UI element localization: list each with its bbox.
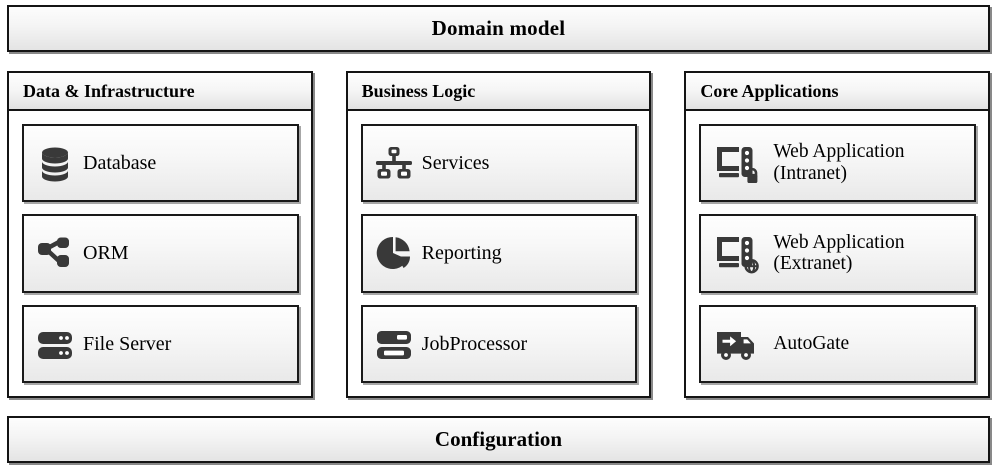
pie-chart-icon <box>373 232 415 274</box>
column-data-infrastructure: Data & Infrastructure Database <box>7 71 313 398</box>
item-label: AutoGate <box>773 332 850 354</box>
page-title: Domain model <box>431 16 566 40</box>
column-header-business-logic: Business Logic <box>347 73 650 111</box>
column-body-business-logic: Services Reporting <box>348 111 650 396</box>
item-label: Web Application (Intranet) <box>773 141 905 185</box>
footer-title: Configuration <box>434 427 563 451</box>
item-label: Web Application (Extranet) <box>773 231 905 275</box>
item-label: File Server <box>83 332 172 355</box>
desktop-computer-globe-icon <box>713 229 761 277</box>
item-label: Services <box>421 151 490 174</box>
column-core-applications: Core Applications <box>684 71 991 398</box>
item-jobprocessor[interactable]: JobProcessor <box>360 304 638 383</box>
database-icon <box>34 142 76 184</box>
orm-node-graph-icon <box>34 232 76 274</box>
item-label: Reporting <box>421 242 502 265</box>
item-label: ORM <box>83 242 129 265</box>
item-web-application-intranet[interactable]: Web Application (Intranet) <box>699 124 977 203</box>
item-file-server[interactable]: File Server <box>22 304 299 383</box>
delivery-truck-arrow-icon <box>713 320 761 368</box>
column-body-data-infrastructure: Database ORM <box>9 111 311 396</box>
domain-model-banner: Domain model <box>7 5 990 52</box>
item-services[interactable]: Services <box>360 124 638 203</box>
column-title: Data & Infrastructure <box>23 80 195 101</box>
item-label: Database <box>83 151 157 174</box>
item-reporting[interactable]: Reporting <box>360 214 638 293</box>
column-body-core-applications: Web Application (Intranet) <box>686 111 988 396</box>
column-business-logic: Business Logic <box>345 71 652 398</box>
columns-container: Data & Infrastructure Database <box>7 71 991 398</box>
item-database[interactable]: Database <box>22 124 299 203</box>
column-title: Business Logic <box>361 80 476 101</box>
server-rack-icon <box>373 323 415 365</box>
file-server-icon <box>34 323 76 365</box>
item-label: JobProcessor <box>421 332 528 355</box>
column-header-core-applications: Core Applications <box>686 73 989 111</box>
item-autogate[interactable]: AutoGate <box>699 304 977 383</box>
configuration-banner: Configuration <box>7 416 990 463</box>
item-web-application-extranet[interactable]: Web Application (Extranet) <box>699 214 977 293</box>
sitemap-network-icon <box>373 142 415 184</box>
desktop-computer-lock-icon <box>713 139 761 187</box>
column-title: Core Applications <box>700 80 839 101</box>
item-orm[interactable]: ORM <box>22 214 299 293</box>
column-header-data-infrastructure: Data & Infrastructure <box>9 73 311 111</box>
